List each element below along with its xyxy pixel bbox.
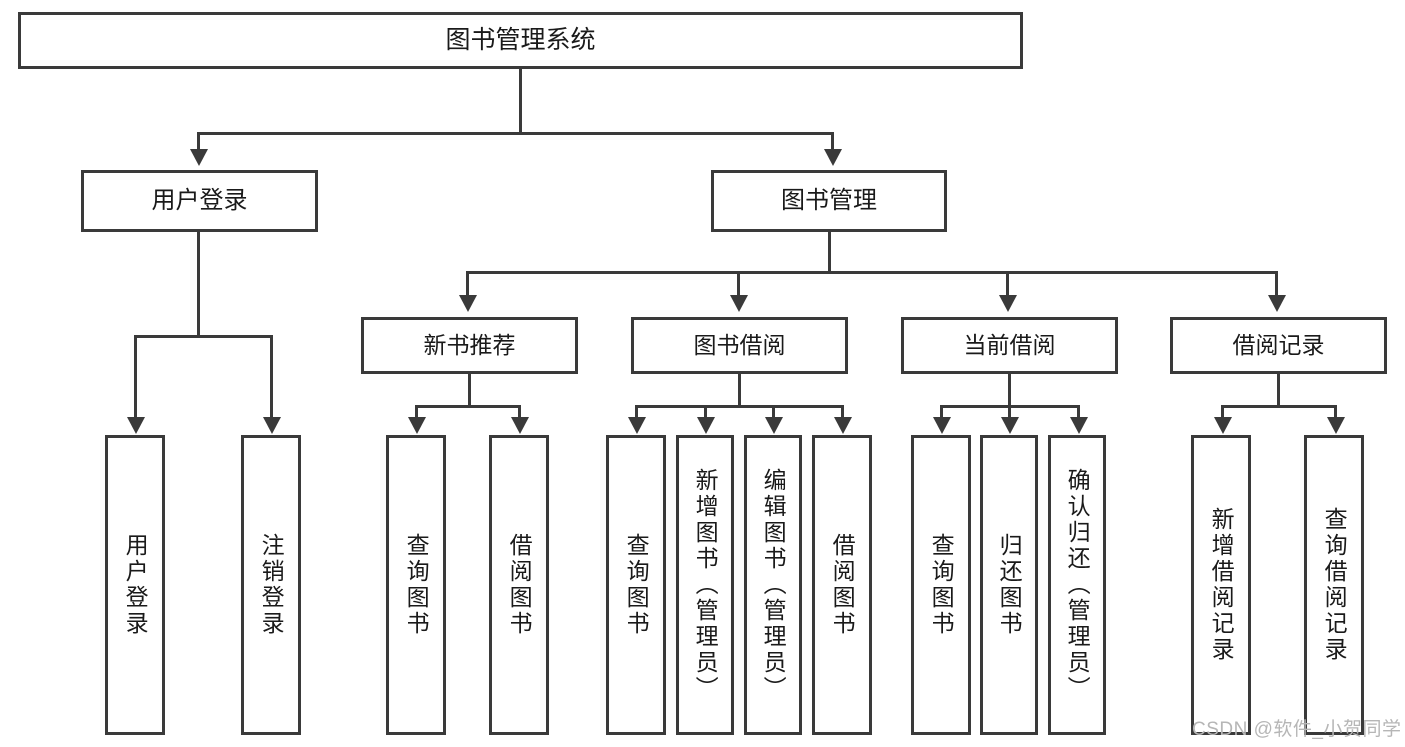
connector-new-book-stem — [468, 374, 471, 405]
node-leaf-query-book-1[interactable]: 查询图书 — [386, 435, 446, 735]
arrowhead-leaf-return-book — [1001, 417, 1019, 434]
arrowhead-leaf-logout — [263, 417, 281, 434]
node-label: 当前借阅 — [963, 332, 1056, 359]
connector-level3-bus — [466, 271, 1278, 274]
node-label: 图书管理系统 — [445, 26, 596, 55]
node-label: 图书借阅 — [693, 332, 786, 359]
node-label: 借阅记录 — [1232, 332, 1325, 359]
node-user-login[interactable]: 用户登录 — [81, 170, 318, 232]
node-label: 查询图书 — [623, 533, 650, 637]
connector-borrow-record-stem — [1277, 374, 1280, 405]
arrowhead-leaf-query-record — [1327, 417, 1345, 434]
connector-book-management-stem — [828, 232, 831, 271]
node-label: 归还图书 — [996, 533, 1023, 637]
arrowhead-current-borrow — [999, 295, 1017, 312]
arrowhead-leaf-query-book-1 — [408, 417, 426, 434]
connector-to-current-borrow — [1006, 271, 1009, 296]
node-label: 查询借阅记录 — [1321, 507, 1348, 663]
node-label: 新增图书（管理员） — [692, 468, 719, 702]
node-leaf-edit-book[interactable]: 编辑图书（管理员） — [744, 435, 802, 735]
arrowhead-leaf-query-book-2 — [628, 417, 646, 434]
node-book-borrow[interactable]: 图书借阅 — [631, 317, 848, 374]
arrowhead-leaf-add-record — [1214, 417, 1232, 434]
node-new-book-recommend[interactable]: 新书推荐 — [361, 317, 578, 374]
connector-user-login-bus — [134, 335, 273, 338]
node-book-management[interactable]: 图书管理 — [711, 170, 947, 232]
connector-to-leaf-add-book — [704, 405, 707, 418]
node-leaf-user-login[interactable]: 用户登录 — [105, 435, 165, 735]
connector-to-borrow-record — [1275, 271, 1278, 296]
node-label: 编辑图书（管理员） — [760, 468, 787, 702]
arrowhead-leaf-query-book-3 — [933, 417, 951, 434]
node-label: 新书推荐 — [423, 332, 516, 359]
node-leaf-query-book-2[interactable]: 查询图书 — [606, 435, 666, 735]
connector-to-leaf-user-login — [134, 335, 137, 418]
arrowhead-leaf-add-book — [697, 417, 715, 434]
csdn-watermark: CSDN @软件_小贺同学 — [1192, 714, 1401, 741]
connector-to-leaf-query-book-3 — [940, 405, 943, 418]
arrowhead-leaf-confirm-return — [1070, 417, 1088, 434]
arrowhead-leaf-borrow-book-1 — [511, 417, 529, 434]
node-leaf-add-record[interactable]: 新增借阅记录 — [1191, 435, 1251, 735]
connector-book-borrow-stem — [738, 374, 741, 405]
arrowhead-new-book — [459, 295, 477, 312]
arrowhead-user-login — [190, 149, 208, 166]
node-label: 用户登录 — [151, 187, 248, 215]
node-label: 图书管理 — [781, 187, 877, 215]
connector-new-book-bus — [415, 405, 521, 408]
connector-to-leaf-borrow-book-1 — [518, 405, 521, 418]
node-label: 查询图书 — [928, 533, 955, 637]
node-leaf-add-book[interactable]: 新增图书（管理员） — [676, 435, 734, 735]
watermark-text: CSDN @软件_小贺同学 — [1192, 719, 1402, 740]
connector-level2-bus — [197, 132, 834, 135]
connector-to-leaf-logout — [270, 335, 273, 418]
connector-to-leaf-edit-book — [772, 405, 775, 418]
connector-to-user-login — [197, 132, 200, 150]
node-leaf-borrow-book-1[interactable]: 借阅图书 — [489, 435, 549, 735]
node-leaf-query-book-3[interactable]: 查询图书 — [911, 435, 971, 735]
node-leaf-logout-login[interactable]: 注销登录 — [241, 435, 301, 735]
connector-borrow-record-bus — [1221, 405, 1337, 408]
connector-to-leaf-return-book — [1008, 405, 1011, 418]
node-leaf-return-book[interactable]: 归还图书 — [980, 435, 1038, 735]
arrowhead-leaf-edit-book — [765, 417, 783, 434]
node-root-system[interactable]: 图书管理系统 — [18, 12, 1023, 69]
node-label: 注销登录 — [258, 533, 285, 637]
arrowhead-borrow-record — [1268, 295, 1286, 312]
connector-to-book-management — [831, 132, 834, 150]
arrowhead-leaf-borrow-book-2 — [834, 417, 852, 434]
node-label: 用户登录 — [122, 533, 149, 637]
arrowhead-book-management — [824, 149, 842, 166]
node-label: 借阅图书 — [506, 533, 533, 637]
node-leaf-confirm-return[interactable]: 确认归还（管理员） — [1048, 435, 1106, 735]
node-label: 借阅图书 — [829, 533, 856, 637]
connector-book-borrow-bus — [635, 405, 844, 408]
node-leaf-query-record[interactable]: 查询借阅记录 — [1304, 435, 1364, 735]
node-label: 新增借阅记录 — [1208, 507, 1235, 663]
node-leaf-borrow-book-2[interactable]: 借阅图书 — [812, 435, 872, 735]
arrowhead-leaf-user-login — [127, 417, 145, 434]
connector-user-login-stem — [197, 232, 200, 335]
connector-root-stem — [519, 69, 522, 132]
node-borrow-record[interactable]: 借阅记录 — [1170, 317, 1387, 374]
connector-to-book-borrow — [737, 271, 740, 296]
connector-to-leaf-borrow-book-2 — [841, 405, 844, 418]
arrowhead-book-borrow — [730, 295, 748, 312]
connector-to-leaf-query-record — [1334, 405, 1337, 418]
connector-to-new-book — [466, 271, 469, 296]
connector-to-leaf-confirm-return — [1077, 405, 1080, 418]
node-current-borrow[interactable]: 当前借阅 — [901, 317, 1118, 374]
connector-to-leaf-add-record — [1221, 405, 1224, 418]
node-label: 查询图书 — [403, 533, 430, 637]
connector-to-leaf-query-book-1 — [415, 405, 418, 418]
connector-to-leaf-query-book-2 — [635, 405, 638, 418]
node-label: 确认归还（管理员） — [1064, 468, 1091, 702]
connector-current-borrow-stem — [1008, 374, 1011, 405]
